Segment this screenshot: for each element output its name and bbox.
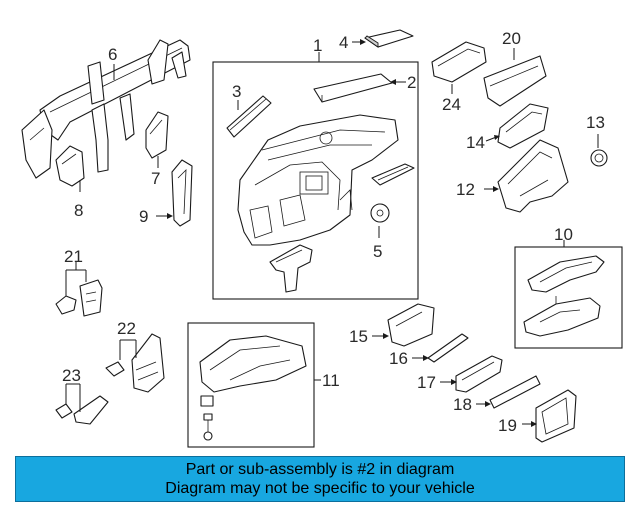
- part-23-bracket[interactable]: [55, 395, 109, 425]
- callout-19[interactable]: 19: [498, 416, 517, 435]
- part-24-cover[interactable]: [431, 41, 487, 83]
- parts-diagram: 1 2 3 5 4: [21, 29, 623, 448]
- part-20-trim-panel[interactable]: [483, 55, 547, 107]
- part-6-cross-car-beam[interactable]: [21, 39, 191, 179]
- callout-10[interactable]: 10: [554, 225, 573, 244]
- callout-17[interactable]: 17: [417, 373, 436, 392]
- callout-18[interactable]: 18: [453, 395, 472, 414]
- callout-1[interactable]: 1: [313, 36, 322, 55]
- callout-14[interactable]: 14: [466, 133, 485, 152]
- callout-12[interactable]: 12: [456, 180, 475, 199]
- callout-13[interactable]: 13: [586, 113, 605, 132]
- part-11-bracket-assembly[interactable]: [199, 335, 307, 441]
- callout-11[interactable]: 11: [322, 371, 340, 390]
- callout-4[interactable]: 4: [339, 33, 348, 52]
- banner-line-2: Diagram may not be specific to your vehi…: [165, 480, 475, 497]
- callout-24[interactable]: 24: [442, 95, 461, 114]
- part-21-brackets[interactable]: [55, 279, 103, 317]
- part-10-glove-box[interactable]: [523, 255, 605, 337]
- callout-23[interactable]: 23: [62, 366, 81, 385]
- callout-16[interactable]: 16: [389, 349, 408, 368]
- part-16-trim-strip[interactable]: [427, 333, 469, 363]
- part-13-knob[interactable]: [590, 149, 608, 167]
- part-17-trim-panel[interactable]: [455, 355, 503, 393]
- part-11-group-box: [187, 322, 315, 448]
- callout-6[interactable]: 6: [108, 45, 117, 64]
- callout-20[interactable]: 20: [502, 29, 521, 48]
- part-2-highlighted-panel[interactable]: [313, 73, 393, 103]
- callout-21[interactable]: 21: [64, 247, 83, 266]
- callout-5[interactable]: 5: [373, 242, 382, 261]
- info-banner: Part or sub-assembly is #2 in diagram Di…: [15, 456, 625, 502]
- callout-8[interactable]: 8: [74, 201, 83, 220]
- part-22-cover-panel[interactable]: [105, 333, 165, 393]
- callout-2[interactable]: 2: [407, 73, 416, 92]
- banner-line-1: Part or sub-assembly is #2 in diagram: [185, 461, 455, 478]
- callout-22[interactable]: 22: [117, 319, 136, 338]
- part-9-end-cap[interactable]: [171, 159, 193, 227]
- part-19-bezel[interactable]: [535, 389, 577, 443]
- part-3-side-cover[interactable]: [226, 95, 272, 138]
- callout-7[interactable]: 7: [151, 169, 160, 188]
- callout-9[interactable]: 9: [139, 207, 148, 226]
- part-8-bracket[interactable]: [55, 145, 85, 187]
- dashboard-assembly: [237, 114, 415, 293]
- callout-15[interactable]: 15: [349, 327, 368, 346]
- part-4-storage-lid[interactable]: [364, 29, 414, 48]
- part-7-bracket[interactable]: [145, 111, 169, 159]
- part-15-duct[interactable]: [387, 303, 435, 347]
- instrument-panel-group-box: [212, 61, 419, 300]
- part-12-side-panel[interactable]: [497, 139, 569, 213]
- part-18-trim-strip[interactable]: [489, 375, 541, 409]
- callout-3[interactable]: 3: [232, 82, 241, 101]
- part-14-display-bezel[interactable]: [497, 103, 549, 149]
- part-10-group-box: [514, 246, 623, 349]
